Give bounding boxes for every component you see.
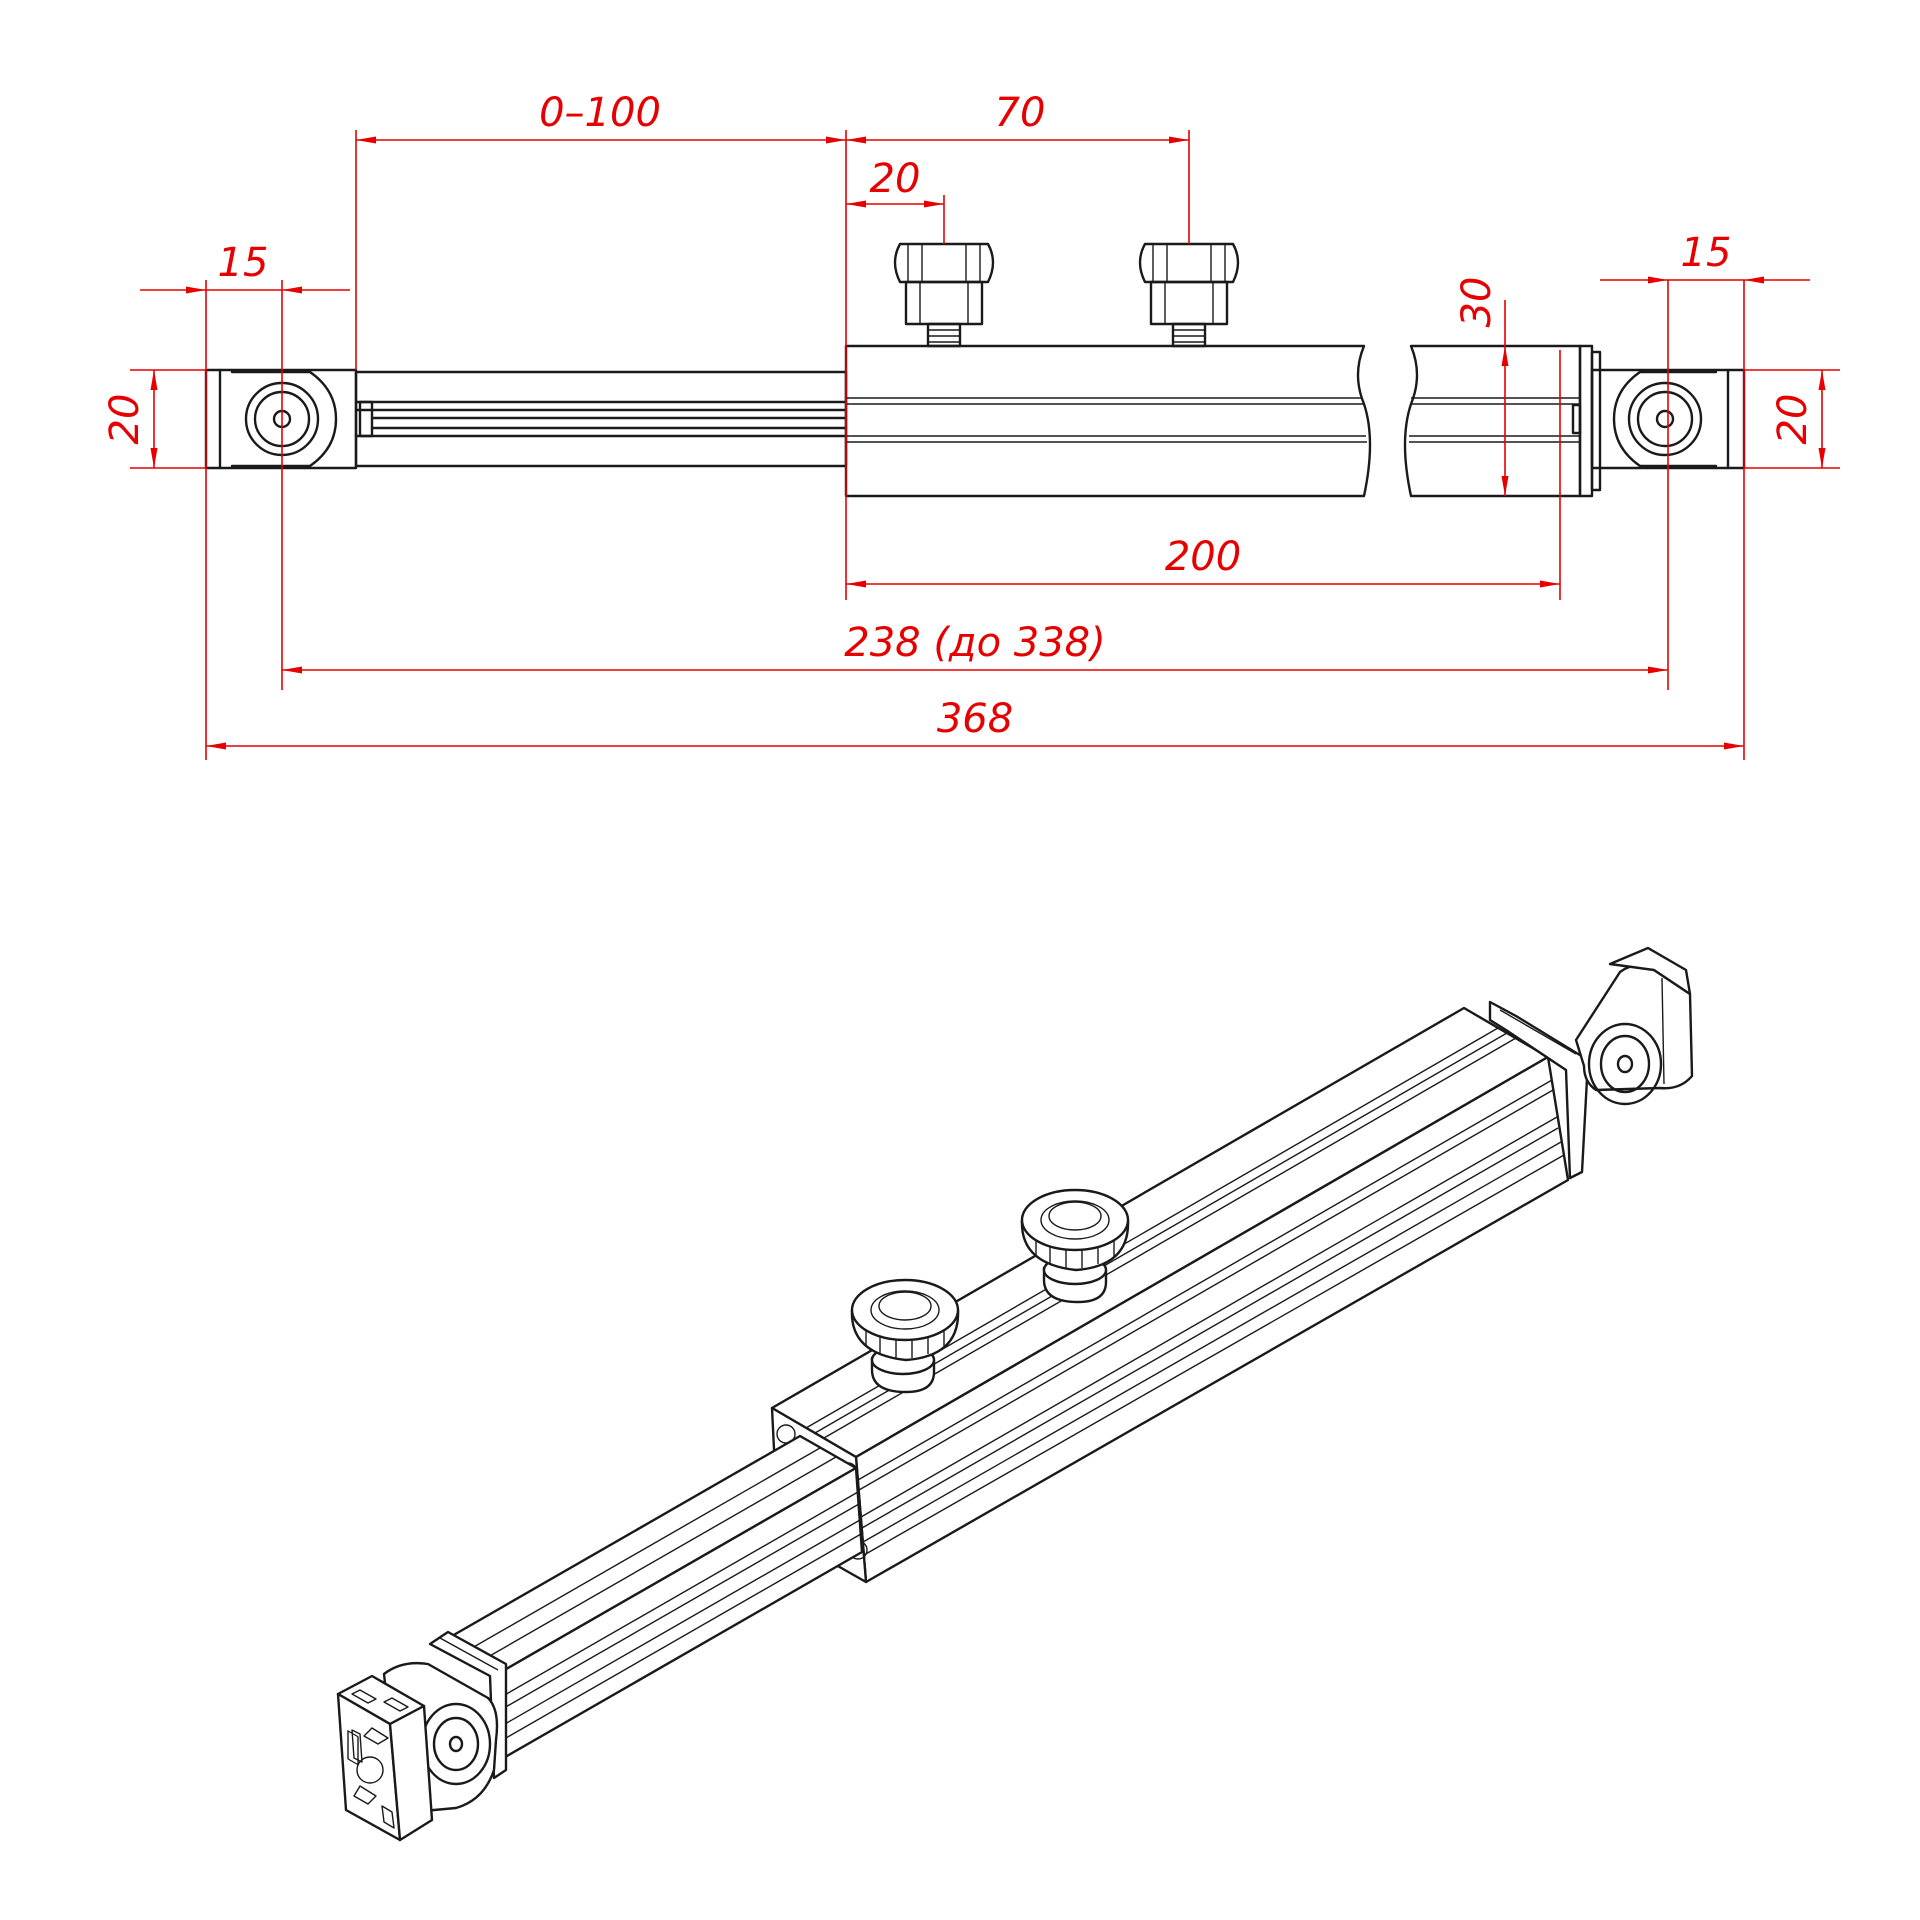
dim-knob-offset: 20 [870,156,921,202]
dimension-lines [130,130,1840,760]
dim-end-height-left: 20 [102,394,148,445]
extension-rod [354,370,848,468]
dim-body-height: 30 [1454,277,1500,328]
main-body [844,344,1602,498]
dim-left-end-offset: 15 [218,240,269,286]
dim-center-length: 238 (до 338) [844,620,1105,666]
iso-right-end-cap [1574,946,1694,1106]
iso-clamp-knob-left [850,1278,960,1394]
dim-knob-spacing: 70 [995,90,1046,136]
iso-left-end-cap [336,1661,499,1842]
clamp-knob-right [1138,242,1240,348]
dim-overall-length: 368 [937,696,1013,742]
dim-body-length: 200 [1165,534,1241,580]
iso-right-clamp [1488,1000,1590,1180]
iso-extension-rod [436,1434,864,1762]
iso-main-body [770,1006,1570,1584]
clamp-knob-left [893,242,995,348]
isometric-view [336,946,1694,1842]
left-end-cap [204,368,358,470]
dimension-labels: 0–100 70 20 15 15 20 20 30 200 238 (до 3… [102,90,1816,742]
iso-clamp-knob-right [1020,1188,1130,1304]
iso-left-clamp [428,1630,508,1780]
dim-right-end-offset: 15 [1681,230,1732,276]
orthographic-view [204,242,1746,498]
dim-end-height-right: 20 [1770,394,1816,445]
dim-stroke-range: 0–100 [539,90,661,136]
